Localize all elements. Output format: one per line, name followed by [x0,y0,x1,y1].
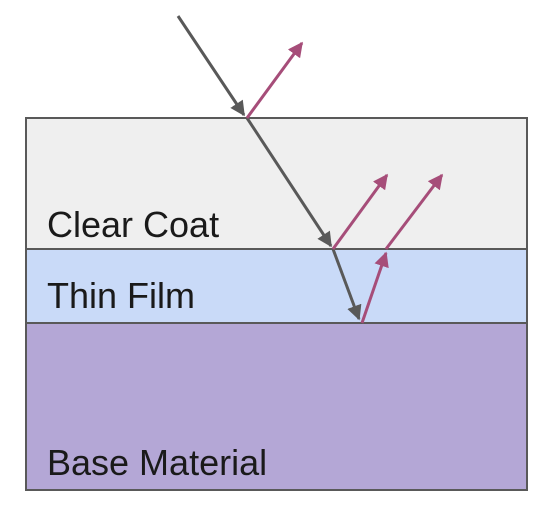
incident-rays [176,15,362,321]
thin-film-layer [25,248,528,324]
layer-stack [25,117,528,491]
reflected-ray-base-arrow [360,251,389,324]
refracted-ray-clear-coat-arrow [245,117,333,248]
incident-ray-arrow [176,15,246,117]
reflected-rays [245,41,444,324]
thin-film-label: Thin Film [47,275,195,316]
clear-coat-label: Clear Coat [47,204,219,245]
base-material-label: Base Material [47,442,267,483]
clear-coat-layer [25,117,528,250]
reflected-ray-clear-coat-arrow [331,173,389,250]
reflected-ray-thin-film-exit-arrow [384,173,444,250]
refracted-ray-thin-film-arrow [331,248,362,321]
base-material-layer [25,322,528,491]
reflected-ray-top-arrow [245,41,304,119]
